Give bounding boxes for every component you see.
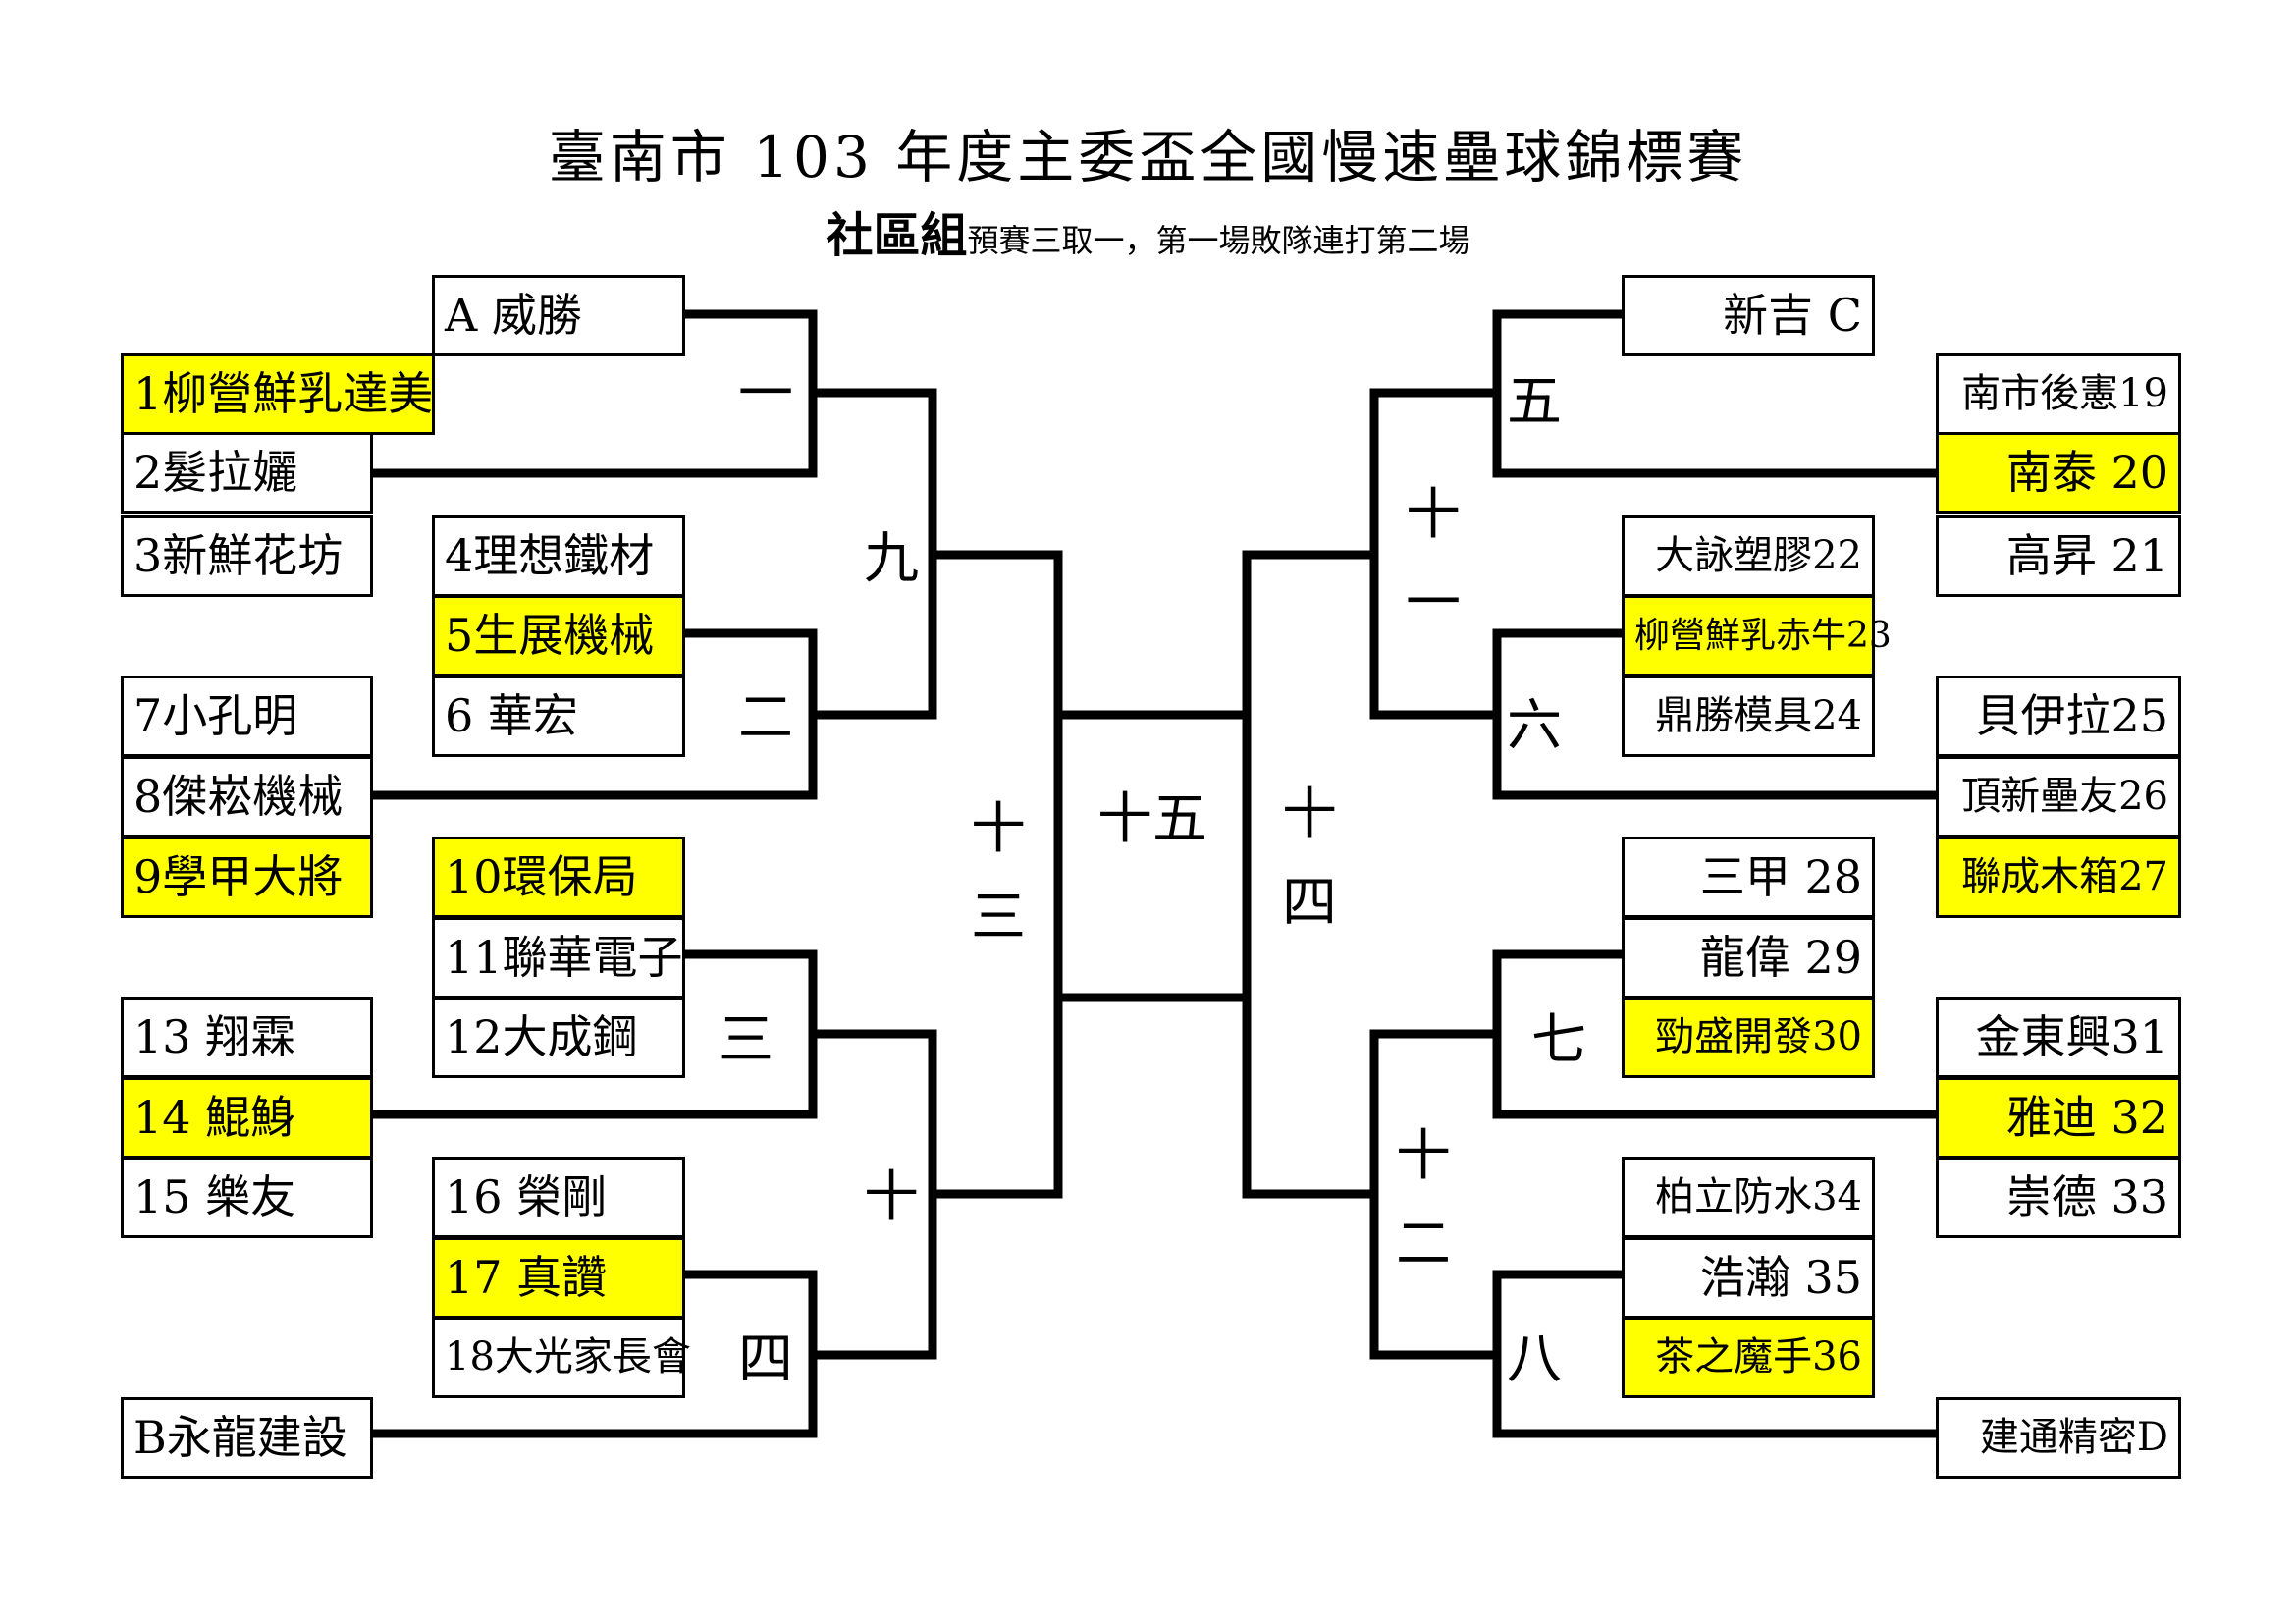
game-label-14-bottom: 四: [1282, 871, 1337, 935]
team-seed-c: 新吉 C: [1622, 275, 1875, 356]
game-label-10: 十: [864, 1165, 919, 1229]
team-17: 17 真讚: [432, 1237, 685, 1319]
rule-note: 預賽三取一，第一場敗隊連打第二場: [967, 222, 1470, 259]
team-23: 柳營鮮乳赤牛23: [1622, 595, 1892, 677]
team-15: 15 樂友: [121, 1157, 373, 1238]
team-3: 3新鮮花坊: [121, 515, 373, 597]
team-33: 崇德 33: [1936, 1157, 2181, 1238]
team-16: 16 榮剛: [432, 1157, 685, 1238]
game-label-11-top: 十: [1406, 483, 1461, 547]
game-label-6: 六: [1507, 694, 1562, 758]
team-35: 浩瀚 35: [1622, 1237, 1875, 1319]
team-6: 6 華宏: [432, 676, 685, 757]
team-36: 茶之魔手36: [1622, 1317, 1875, 1398]
game-label-2: 二: [738, 686, 793, 750]
team-7: 7小孔明: [121, 676, 373, 757]
game-label-11: 十 一: [1402, 486, 1465, 633]
game-label-7: 七: [1531, 1008, 1586, 1072]
team-11: 11聯華電子: [432, 917, 685, 999]
team-31: 金東興31: [1936, 997, 2181, 1078]
game-label-4: 四: [738, 1327, 793, 1391]
team-27: 聯成木箱27: [1936, 837, 2181, 918]
group-label: 社區組: [826, 208, 968, 263]
game-label-3: 三: [719, 1008, 774, 1072]
team-10: 10環保局: [432, 837, 685, 918]
team-30: 勁盛開發30: [1622, 997, 1875, 1078]
team-14: 14 鯤鯓: [121, 1077, 373, 1159]
game-label-8: 八: [1507, 1327, 1562, 1391]
game-label-14: 十 四: [1278, 785, 1341, 933]
team-28: 三甲 28: [1622, 837, 1875, 918]
team-13: 13 翔霖: [121, 997, 373, 1078]
team-19: 南市後憲19: [1936, 353, 2181, 435]
team-34: 柏立防水34: [1622, 1157, 1875, 1238]
team-21: 高昇 21: [1936, 515, 2181, 597]
team-26: 頂新壘友26: [1936, 756, 2181, 838]
team-22: 大詠塑膠22: [1622, 515, 1875, 597]
team-18: 18大光家長會: [432, 1317, 691, 1398]
team-8: 8傑崧機械: [121, 756, 373, 838]
team-29: 龍偉 29: [1622, 917, 1875, 999]
game-label-12: 十 二: [1392, 1127, 1455, 1274]
game-label-13: 十 三: [967, 800, 1030, 947]
team-12: 12大成鋼: [432, 997, 685, 1078]
game-label-13-top: 十: [971, 797, 1026, 861]
team-25: 貝伊拉25: [1936, 676, 2181, 757]
page-title: 臺南市 103 年度主委盃全國慢速壘球錦標賽: [548, 124, 1748, 190]
team-2: 2髮拉孋: [121, 432, 373, 514]
team-20: 南泰 20: [1936, 432, 2181, 514]
game-label-13-bottom: 三: [971, 886, 1026, 949]
game-label-11-bottom: 一: [1406, 571, 1461, 635]
game-label-14-top: 十: [1282, 783, 1337, 846]
game-label-1: 一: [738, 362, 793, 426]
game-label-12-top: 十: [1396, 1124, 1451, 1188]
team-9: 9學甲大將: [121, 837, 373, 918]
game-label-5: 五: [1507, 370, 1562, 434]
team-seed-b: B永龍建設: [121, 1397, 373, 1479]
team-24: 鼎勝模具24: [1622, 676, 1875, 757]
team-seed-a: A 威勝: [432, 275, 685, 356]
team-4: 4理想鐵材: [432, 515, 685, 597]
game-label-12-bottom: 二: [1396, 1213, 1451, 1276]
subtitle: 社區組預賽三取一，第一場敗隊連打第二場: [0, 206, 2296, 276]
team-seed-d: 建通精密D: [1936, 1397, 2181, 1479]
team-1: 1柳營鮮乳達美: [121, 353, 435, 435]
game-label-9: 九: [864, 527, 919, 591]
game-label-15: 十五: [1097, 787, 1207, 851]
team-5: 5生展機械: [432, 595, 685, 677]
team-32: 雅迪 32: [1936, 1077, 2181, 1159]
